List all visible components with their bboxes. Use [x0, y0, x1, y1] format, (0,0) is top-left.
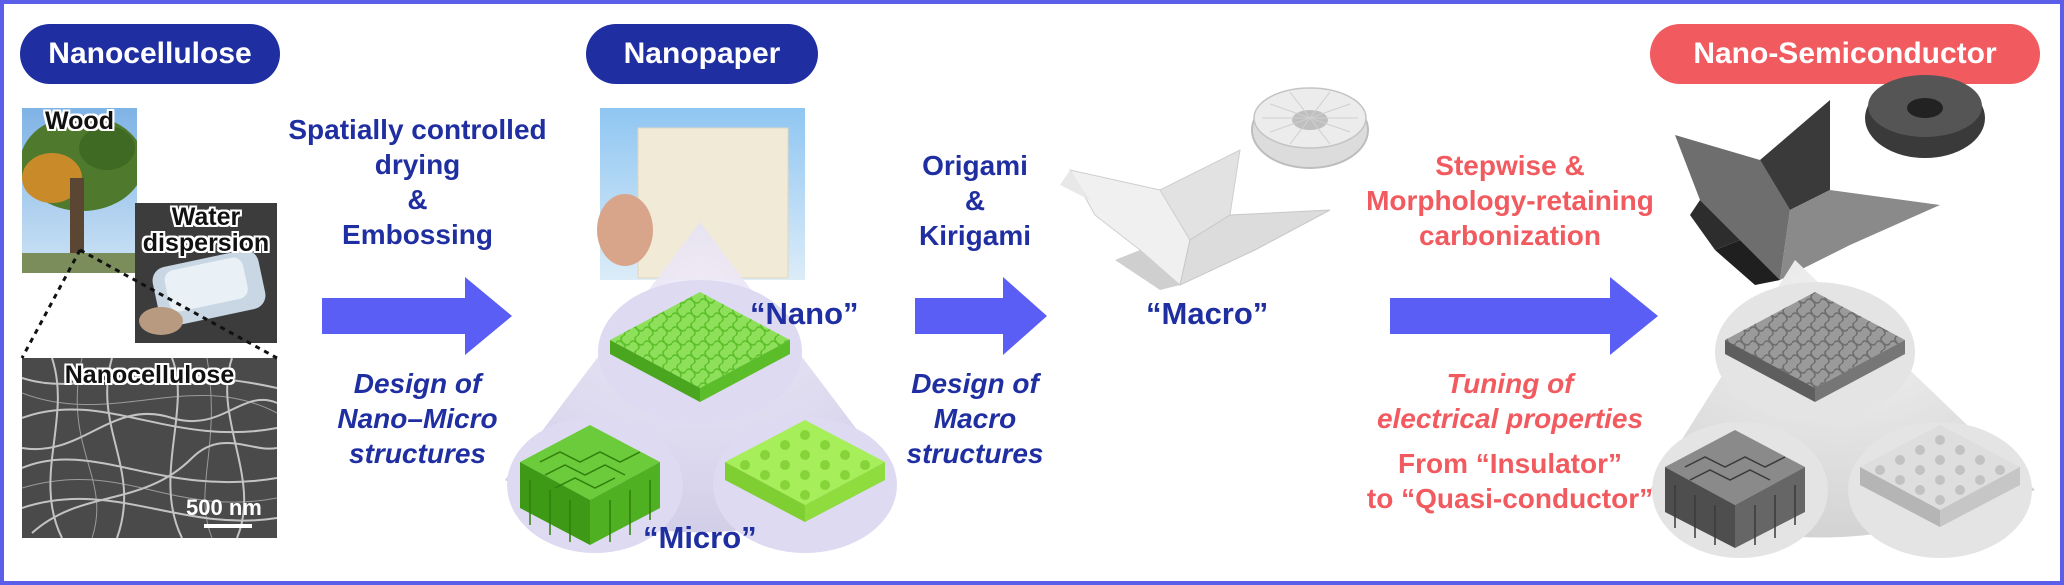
nanopaper-header: Nanopaper [586, 24, 818, 84]
carbonized-nano-fiber-structure [1725, 292, 1905, 402]
carbonized-honeycomb-structure [1665, 430, 1805, 548]
right-arrow-icon [915, 277, 1047, 355]
carbonized-crane-icon [1675, 100, 1940, 285]
sem-title-label: Nanocellulose [64, 361, 235, 389]
water-dispersion-label: Water dispersion [142, 203, 270, 257]
nanocellulose-header: Nanocellulose [20, 24, 280, 84]
nano-scale-label: “Nano” [750, 296, 859, 331]
step3-tuning-text: Tuning of electrical properties [1376, 368, 1644, 434]
step1-design-text: Design of Nano–Micro structures [337, 368, 498, 469]
water-dispersion-photo [135, 203, 277, 343]
right-arrow-icon [1390, 277, 1658, 355]
macro-scale-label: “Macro” [1146, 296, 1269, 331]
nanocellulose-sem-image [22, 358, 277, 538]
kirigami-torus-icon [1251, 87, 1369, 169]
scale-bar-label: 500 nm [186, 495, 262, 520]
step3-process-text: Stepwise & Morphology-retaining carboniz… [1366, 150, 1654, 251]
zoom-line-right [79, 248, 278, 360]
step2-process-text: Origami & Kirigami [918, 150, 1032, 251]
carbonized-dimple-structure [1860, 425, 2020, 527]
micro-honeycomb-structure [520, 425, 660, 545]
nano-fiber-structure [610, 292, 790, 402]
step3-range-text: From “Insulator” to “Quasi-conductor” [1366, 448, 1654, 514]
step2-design-text: Design of Macro structures [906, 368, 1044, 469]
origami-crane-icon [1060, 149, 1331, 290]
nanosemiconductor-header: Nano-Semiconductor [1650, 24, 2040, 84]
wood-photo [22, 108, 137, 273]
carbonized-torus-icon [1865, 75, 1985, 158]
scale-bar [204, 524, 252, 528]
wood-label: Wood [45, 107, 114, 135]
step1-process-text: Spatially controlled drying & Embossing [288, 114, 547, 250]
micro-dimple-structure [725, 420, 885, 522]
micro-scale-label: “Micro” [643, 520, 757, 555]
nanopaper-photo [597, 108, 805, 280]
right-arrow-icon [322, 277, 512, 355]
zoom-line-left [20, 249, 82, 359]
